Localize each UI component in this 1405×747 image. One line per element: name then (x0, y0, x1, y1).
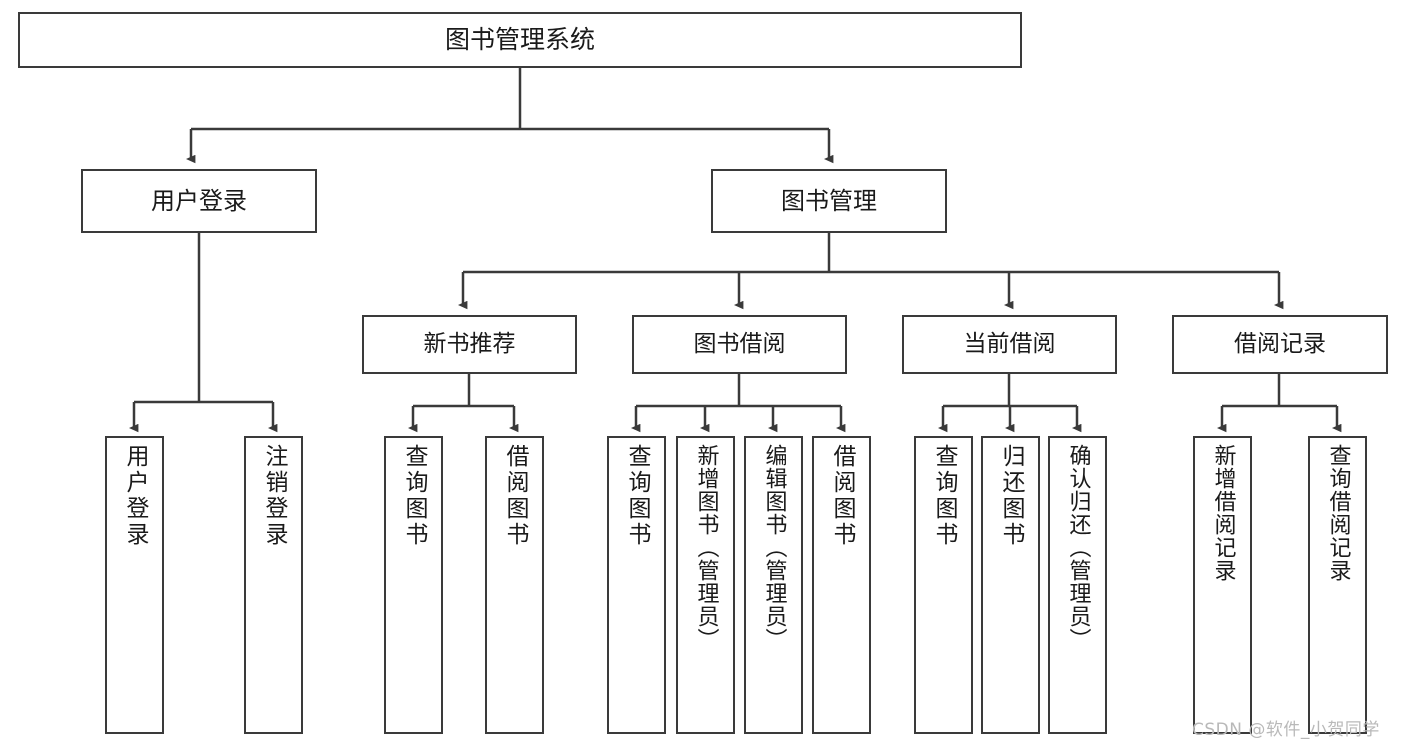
node-label: 查询图书 (624, 444, 650, 548)
node-label: 用户登录 (122, 444, 148, 548)
node-label: 注销登录 (261, 444, 287, 548)
node-new-book-recommend[interactable]: 新书推荐 (362, 315, 577, 374)
node-current-borrow[interactable]: 当前借阅 (902, 315, 1117, 374)
leaf-recommend-query-book[interactable]: 查询图书 (384, 436, 443, 734)
node-label: 借阅图书 (829, 444, 855, 548)
leaf-borrow-edit-book-admin[interactable]: 编辑图书（管理员） (744, 436, 803, 734)
watermark-text: CSDN @软件_小贺同学 (1192, 720, 1380, 740)
node-label: 借阅记录 (1234, 330, 1326, 357)
node-label: 查询图书 (931, 444, 957, 548)
node-label: 新书推荐 (423, 330, 516, 357)
node-label: 确认归还（管理员） (1065, 444, 1091, 651)
node-label: 图书借阅 (693, 330, 786, 357)
node-label: 图书管理系统 (444, 25, 595, 55)
leaf-current-query-book[interactable]: 查询图书 (914, 436, 973, 734)
node-label: 新增借阅记录 (1210, 444, 1236, 582)
leaf-record-add-record[interactable]: 新增借阅记录 (1193, 436, 1252, 734)
node-label: 借阅图书 (502, 444, 528, 548)
leaf-current-return-book[interactable]: 归还图书 (981, 436, 1040, 734)
leaf-user-login-logout[interactable]: 注销登录 (244, 436, 303, 734)
node-borrow-record[interactable]: 借阅记录 (1172, 315, 1388, 374)
node-label: 编辑图书（管理员） (761, 444, 787, 651)
leaf-borrow-add-book-admin[interactable]: 新增图书（管理员） (676, 436, 735, 734)
node-label: 归还图书 (998, 444, 1024, 548)
leaf-recommend-borrow-book[interactable]: 借阅图书 (485, 436, 544, 734)
node-book-borrow[interactable]: 图书借阅 (632, 315, 847, 374)
node-book-management[interactable]: 图书管理 (711, 169, 947, 233)
node-root-system[interactable]: 图书管理系统 (18, 12, 1022, 68)
leaf-record-query-record[interactable]: 查询借阅记录 (1308, 436, 1367, 734)
leaf-user-login-login[interactable]: 用户登录 (105, 436, 164, 734)
node-label: 查询借阅记录 (1325, 444, 1351, 582)
leaf-borrow-borrow-book[interactable]: 借阅图书 (812, 436, 871, 734)
leaf-borrow-query-book[interactable]: 查询图书 (607, 436, 666, 734)
node-label: 当前借阅 (963, 330, 1056, 357)
node-label: 新增图书（管理员） (693, 444, 719, 651)
node-label: 用户登录 (151, 186, 247, 215)
node-user-login[interactable]: 用户登录 (81, 169, 317, 233)
node-label: 图书管理 (781, 186, 877, 215)
node-label: 查询图书 (401, 444, 427, 548)
leaf-current-confirm-return-admin[interactable]: 确认归还（管理员） (1048, 436, 1107, 734)
